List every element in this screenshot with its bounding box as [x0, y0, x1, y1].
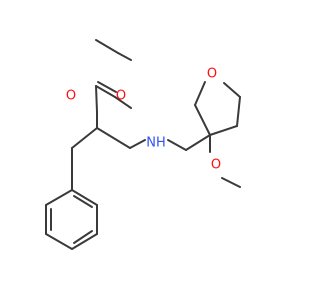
- bond-ring-6-1: [45, 189, 73, 206]
- bond-carbonyl-double-a: [95, 85, 116, 98]
- bond-thf-c5-o: [223, 82, 241, 98]
- bond-ethyl-ch2-o: [117, 52, 132, 61]
- molecule-structure: O O NH O O: [45, 39, 241, 250]
- bond-alpha-benzyl-ch2: [71, 127, 98, 149]
- atom-labels: O O NH O O: [66, 67, 221, 173]
- bond-ester-o-carbonyl-c: [114, 96, 132, 109]
- bond-carbonyl-double-b: [97, 81, 117, 93]
- bond-methoxy-o-ch3: [221, 177, 241, 188]
- bonds: [45, 39, 241, 250]
- bond-ring-1-2: [71, 189, 98, 206]
- bond-alpha-ch2: [96, 127, 131, 149]
- atom-ester-ether-oxygen: O: [116, 89, 126, 104]
- bond-thf-c2-quat: [194, 104, 211, 136]
- atom-methoxy-oxygen: O: [211, 158, 221, 173]
- bond-carbonyl-c-o: [95, 85, 98, 113]
- bond-n-ch2: [167, 139, 187, 151]
- atom-thf-ring-oxygen: O: [207, 67, 217, 82]
- bond-thf-quat-c4: [209, 125, 238, 136]
- bond-ethyl-ch3-ch2: [95, 39, 119, 54]
- atom-ester-carbonyl-oxygen: O: [66, 89, 76, 104]
- bond-thf-c4-c5: [236, 96, 241, 127]
- bond-ring-4-5: [45, 233, 73, 250]
- bond-ch2-quaternary-c: [185, 134, 211, 151]
- bond-thf-o-c2: [194, 81, 206, 106]
- bond-ring-inner-2: [73, 230, 93, 244]
- bond-ring-3-4: [71, 233, 98, 250]
- bond-ch2-n: [129, 139, 146, 149]
- atom-amine-nitrogen: NH: [146, 136, 166, 151]
- bond-ring-inner-1: [73, 195, 93, 208]
